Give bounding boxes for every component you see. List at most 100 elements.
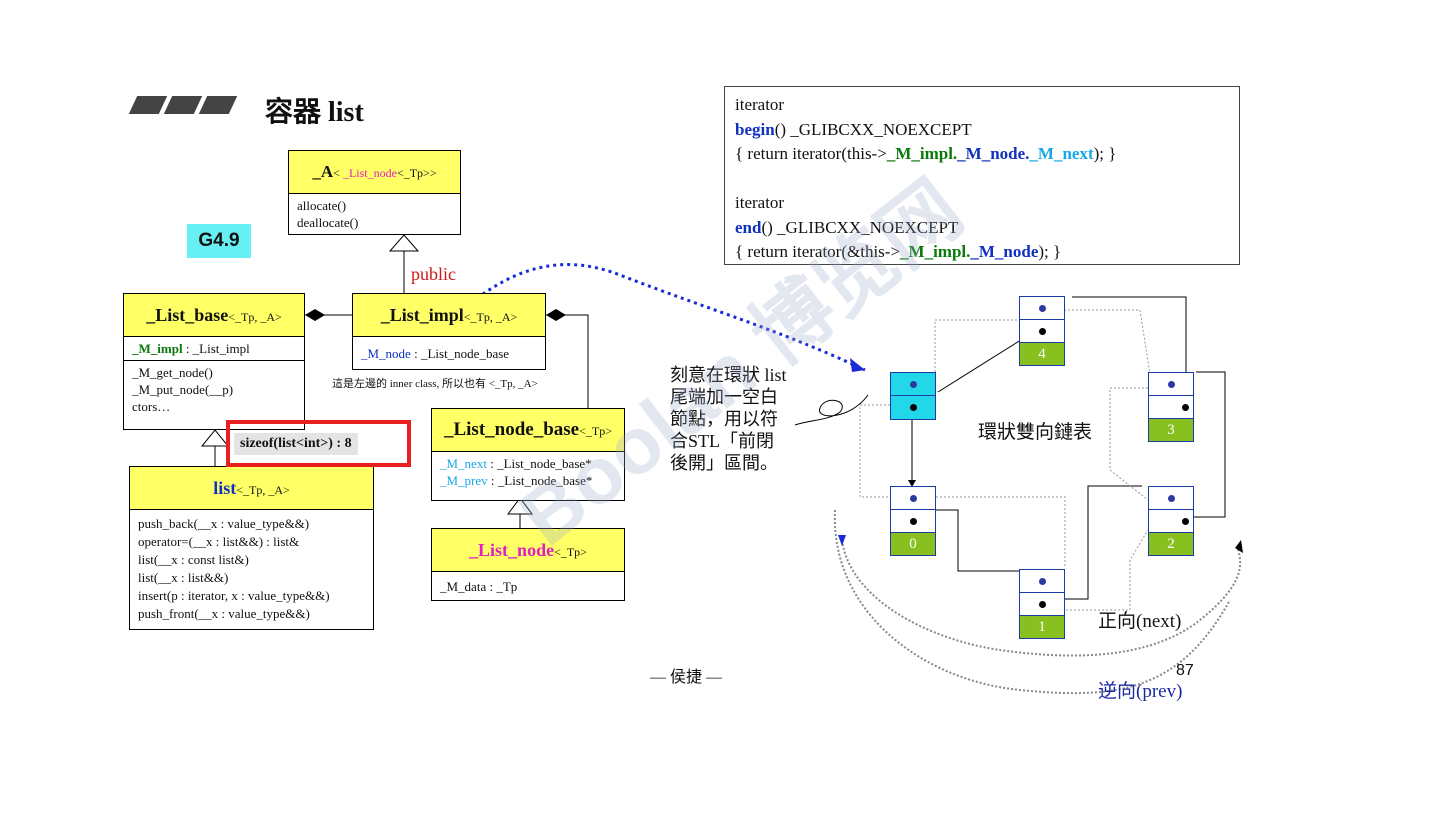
pointer-dot (910, 381, 917, 388)
node-next-cell (891, 373, 935, 396)
note-line: 合STL「前閉 (670, 431, 775, 451)
node-value: 3 (1149, 419, 1193, 441)
uml-list-node-base-class: _List_node_base<_Tp> _M_next : _List_nod… (431, 408, 625, 501)
code-keyword: begin (735, 119, 775, 139)
code-member: _M_impl. (886, 144, 958, 163)
version-badge: G4.9 (187, 224, 251, 258)
class-operations: push_back(__x : value_type&&) operator=(… (130, 510, 373, 626)
class-operations: allocate() deallocate() (289, 194, 460, 234)
note-pointer (794, 394, 869, 426)
class-name: _List_impl (380, 305, 464, 325)
node-next-cell (891, 487, 935, 510)
operation: list(__x : list&&) (138, 570, 229, 585)
class-attributes: _M_data : _Tp (432, 572, 624, 598)
pointer-dot (1182, 404, 1189, 411)
operation: operator=(__x : list&&) : list& (138, 534, 300, 549)
code-text: ); } (1093, 144, 1117, 163)
ring-label: 環狀雙向鏈表 (978, 422, 1093, 443)
note-line: 尾端加一空白 (670, 387, 778, 407)
code-text: ); } (1038, 242, 1062, 261)
backward-label: 逆向(prev) (1098, 681, 1183, 702)
template-arg: _List_node (342, 166, 397, 180)
sizeof-highlight-box (226, 420, 411, 467)
node-prev-cell (1020, 320, 1064, 343)
ring-prev-link (936, 496, 1066, 568)
code-member: _M_node (970, 242, 1039, 261)
note-line: 刻意在環狀 list (670, 365, 787, 385)
attribute-type: : _List_node_base (410, 346, 510, 361)
compose-diamond (305, 309, 325, 321)
template-params: <_Tp, _A> (236, 483, 290, 497)
node-value: 2 (1149, 533, 1193, 555)
code-snippet: iterator begin() _GLIBCXX_NOEXCEPT { ret… (724, 86, 1240, 265)
node-next-cell (1020, 297, 1064, 320)
ring-link (1072, 296, 1187, 372)
operation: insert(p : iterator, x : value_type&&) (138, 588, 330, 603)
code-line: end() _GLIBCXX_NOEXCEPT (735, 216, 1229, 241)
node-value: 0 (891, 533, 935, 555)
code-member: _M_next (1029, 144, 1094, 163)
forward-label: 正向(next) (1098, 611, 1182, 632)
ring-node-2: 2 (1148, 486, 1194, 556)
operation: ctors… (132, 399, 171, 414)
template-params: <_Tp, _A> (463, 310, 518, 324)
template-params: <_Tp> (554, 545, 587, 559)
class-name: _A (312, 162, 334, 181)
node-next-cell (1149, 373, 1193, 396)
pointer-dot (1039, 328, 1046, 335)
code-line: iterator (735, 95, 785, 114)
pointer-dot (910, 404, 917, 411)
code-line: { return iterator(this->_M_impl._M_node.… (735, 142, 1229, 167)
attribute-name: _M_impl (132, 341, 183, 356)
class-attributes: _M_next : _List_node_base* _M_prev : _Li… (432, 452, 624, 492)
attribute-name: _M_next (440, 456, 487, 471)
code-member: _M_node. (957, 144, 1030, 163)
pointer-dot (1039, 601, 1046, 608)
compose-diamond (546, 309, 566, 321)
sizeof-label: sizeof(list<int>) : 8 (234, 433, 358, 455)
node-prev-cell (891, 396, 935, 419)
class-attributes: _M_impl : _List_impl (124, 337, 304, 361)
class-operations: _M_get_node() _M_put_node(__p) ctors… (124, 361, 304, 418)
attribute-name: _M_node (361, 346, 411, 361)
ring-node-3: 3 (1148, 372, 1194, 442)
class-name: _List_node_base (443, 419, 580, 440)
inner-class-note: 這是左邊的 inner class, 所以也有 <_Tp, _A> (332, 378, 538, 390)
code-line: iterator (735, 193, 785, 212)
template-arg-rest: <_Tp>> (396, 166, 437, 180)
note-line: 後開」區間。 (670, 453, 778, 473)
code-keyword: end (735, 217, 762, 237)
ring-link (1180, 371, 1226, 518)
uml-list-impl-class: _List_impl<_Tp, _A> _M_node : _List_node… (352, 293, 546, 370)
template-open: < (333, 166, 343, 180)
code-text: { return iterator(&this-> (735, 242, 901, 261)
ring-link-head (908, 480, 916, 487)
code-line (735, 167, 1229, 192)
uml-allocator-class: _A< _List_node<_Tp>> allocate() dealloca… (288, 150, 461, 235)
class-header: _A< _List_node<_Tp>> (289, 151, 460, 194)
forward-wave-head (1235, 540, 1243, 553)
pointer-dot (1182, 518, 1189, 525)
node-prev-cell (1149, 510, 1193, 533)
code-member: _M_impl. (900, 242, 971, 261)
ring-prev-link (1109, 387, 1149, 501)
forward-wave (841, 539, 1242, 657)
compose-line (546, 314, 589, 408)
operation: push_front(__x : value_type&&) (138, 606, 310, 621)
code-line: begin() _GLIBCXX_NOEXCEPT (735, 118, 1229, 143)
ring-note: 刻意在環狀 list 尾端加一空白 節點，用以符 合STL「前閉 後開」區間。 (670, 364, 810, 474)
code-line: { return iterator(&this->_M_impl._M_node… (735, 240, 1229, 265)
backward-wave-head (838, 535, 846, 546)
pointer-dot (910, 518, 917, 525)
public-label: public (411, 264, 456, 284)
pointer-dot (1039, 578, 1046, 585)
code-text: () _GLIBCXX_NOEXCEPT (761, 217, 959, 237)
node-next-cell (1149, 487, 1193, 510)
node-value: 1 (1020, 616, 1064, 638)
ring-node-0: 0 (890, 486, 936, 556)
pointer-dot (1168, 495, 1175, 502)
class-header: list<_Tp, _A> (130, 467, 373, 510)
attribute-type: : _List_node_base* (486, 456, 592, 471)
pointer-dot (1039, 305, 1046, 312)
